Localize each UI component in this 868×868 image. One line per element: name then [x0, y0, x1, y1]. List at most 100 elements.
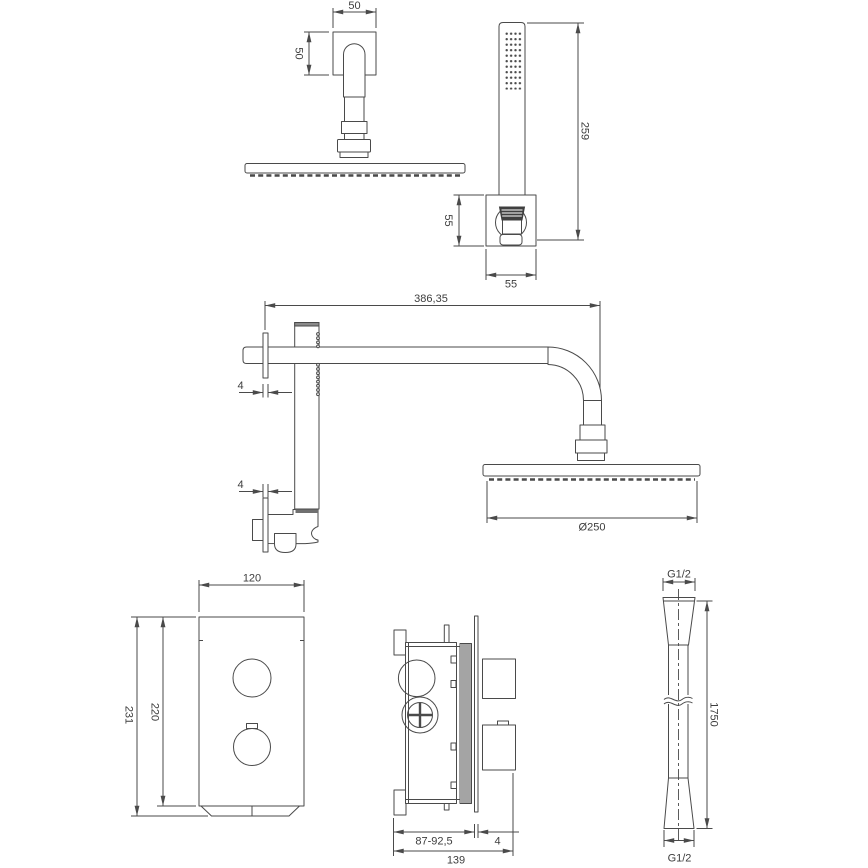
shower-arm-side-view: 386,35 4 Ø250 [237, 293, 701, 553]
dim-label-bottom-connection: G1/2 [668, 853, 692, 865]
extension-line [131, 616, 208, 817]
fixing-tab-top [443, 624, 450, 644]
dim-label-overall-depth: 139 [447, 855, 465, 867]
head-ring [577, 452, 605, 461]
extension-line [453, 194, 484, 247]
dim-installation-depth: 87-92,5 [393, 818, 479, 856]
dim-hose-length: 1750 [696, 600, 720, 829]
dim-hand-shower-length: 259 [527, 22, 591, 241]
mixer-valve-side-view: 87-92,5 4 139 [393, 615, 519, 867]
connection-ring [339, 151, 369, 158]
dim-overall-height: 231 [123, 616, 208, 817]
upper-control-knob [232, 658, 272, 698]
extension-line [662, 578, 696, 591]
plate-base-trapezoid [200, 805, 300, 817]
wand-top-cap [294, 322, 320, 327]
extension-line [332, 8, 377, 28]
dim-label-head-diameter: Ø250 [579, 522, 606, 534]
dim-label-plate-height: 220 [149, 703, 161, 721]
shower-arm-horizontal [242, 346, 549, 364]
dim-label-escutcheon-width: 50 [348, 0, 360, 12]
arm-step [344, 133, 365, 140]
extension-line [262, 484, 269, 498]
cartridge-cross [408, 703, 432, 727]
dim-label-overall-height: 231 [123, 706, 135, 724]
knob-marker-tab [246, 723, 258, 729]
body-collar [456, 646, 461, 800]
rib-lines [461, 643, 471, 804]
dim-wall-flange-thickness: 4 [237, 380, 292, 398]
mounting-lug-bottom [393, 789, 407, 816]
extension-line [486, 481, 698, 523]
extension-line [696, 600, 713, 829]
hose-fitting-bottom [663, 777, 695, 829]
dim-label-holder-flange: 4 [237, 479, 243, 491]
hose-tube-edges [668, 645, 689, 778]
dim-plate-width: 120 [198, 573, 305, 612]
dim-label-holder-height: 55 [442, 214, 454, 226]
dim-head-diameter: Ø250 [486, 481, 698, 534]
hose-fitting-top [662, 597, 696, 646]
dim-label-arm-reach: 386,35 [414, 293, 448, 305]
arm-connector [341, 121, 368, 134]
cartridge-port-outer [401, 696, 439, 734]
overhead-shower-front-view: 50 50 [244, 0, 466, 177]
dim-label-escutcheon-height: 50 [293, 47, 305, 59]
wand-outlet [499, 234, 523, 246]
cartridge-port-inner [407, 702, 433, 728]
holder-knob [274, 533, 297, 553]
dim-label-hand-shower-length: 259 [579, 122, 591, 140]
extension-line [663, 830, 695, 847]
holder-wall-flange [262, 497, 269, 553]
hose-break-symbol [663, 696, 693, 706]
wand-seat-shadow [295, 509, 318, 513]
connection-nut [337, 139, 371, 153]
valve-body-box [405, 642, 457, 804]
shower-arm-upper [343, 43, 366, 98]
extension-line [304, 31, 329, 76]
mixer-valve-front-view: 120 231 220 [123, 573, 305, 817]
shower-head-disc-side [482, 464, 701, 477]
face-plate-side [474, 615, 479, 813]
inlet-port [397, 659, 436, 698]
shower-hose-view: G1/2 1750 G1/2 [662, 569, 720, 865]
dim-bottom-connection: G1/2 [663, 830, 695, 865]
mounting-lug-top [393, 629, 407, 656]
wand-body-in-holder [502, 219, 522, 235]
dim-overall-depth: 139 [393, 773, 514, 867]
extension-line [262, 384, 269, 398]
shower-arm-lower [344, 96, 365, 122]
dim-arm-reach: 386,35 [264, 293, 601, 397]
upper-knob-side [482, 658, 516, 699]
wand-nozzle-grid [504, 31, 523, 90]
grip-hatch-lines [501, 209, 523, 217]
wall-flange [262, 332, 269, 379]
mixer-face-plate [198, 616, 305, 807]
dim-label-plate-thickness: 4 [494, 836, 500, 848]
extension-line [527, 22, 584, 241]
dim-holder-height: 55 [442, 194, 484, 247]
head-connector [579, 424, 606, 441]
dim-plate-thickness: 4 [478, 829, 519, 848]
shower-head-disc [244, 163, 466, 174]
extension-line [393, 818, 479, 856]
body-seam-lines [405, 642, 457, 804]
dim-label-installation-depth: 87-92,5 [415, 836, 452, 848]
head-pipe [583, 400, 602, 426]
wand-side-nozzles [316, 332, 320, 397]
dim-label-hose-length: 1750 [708, 702, 720, 726]
dim-holder-flange-thickness: 4 [237, 479, 292, 498]
dim-escutcheon-width: 50 [332, 0, 377, 28]
dim-label-plate-width: 120 [243, 573, 261, 585]
dim-holder-width: 55 [485, 249, 537, 291]
dim-escutcheon-height: 50 [293, 31, 329, 76]
hand-shower-front-view: 259 55 55 [442, 22, 591, 291]
dim-label-top-connection: G1/2 [667, 569, 691, 581]
arm-elbow [547, 346, 602, 401]
holder-wall-stub [252, 519, 264, 541]
lower-knob-side [482, 724, 516, 771]
knob-tab-side [497, 720, 509, 726]
wand-grip-knurl [498, 206, 526, 221]
